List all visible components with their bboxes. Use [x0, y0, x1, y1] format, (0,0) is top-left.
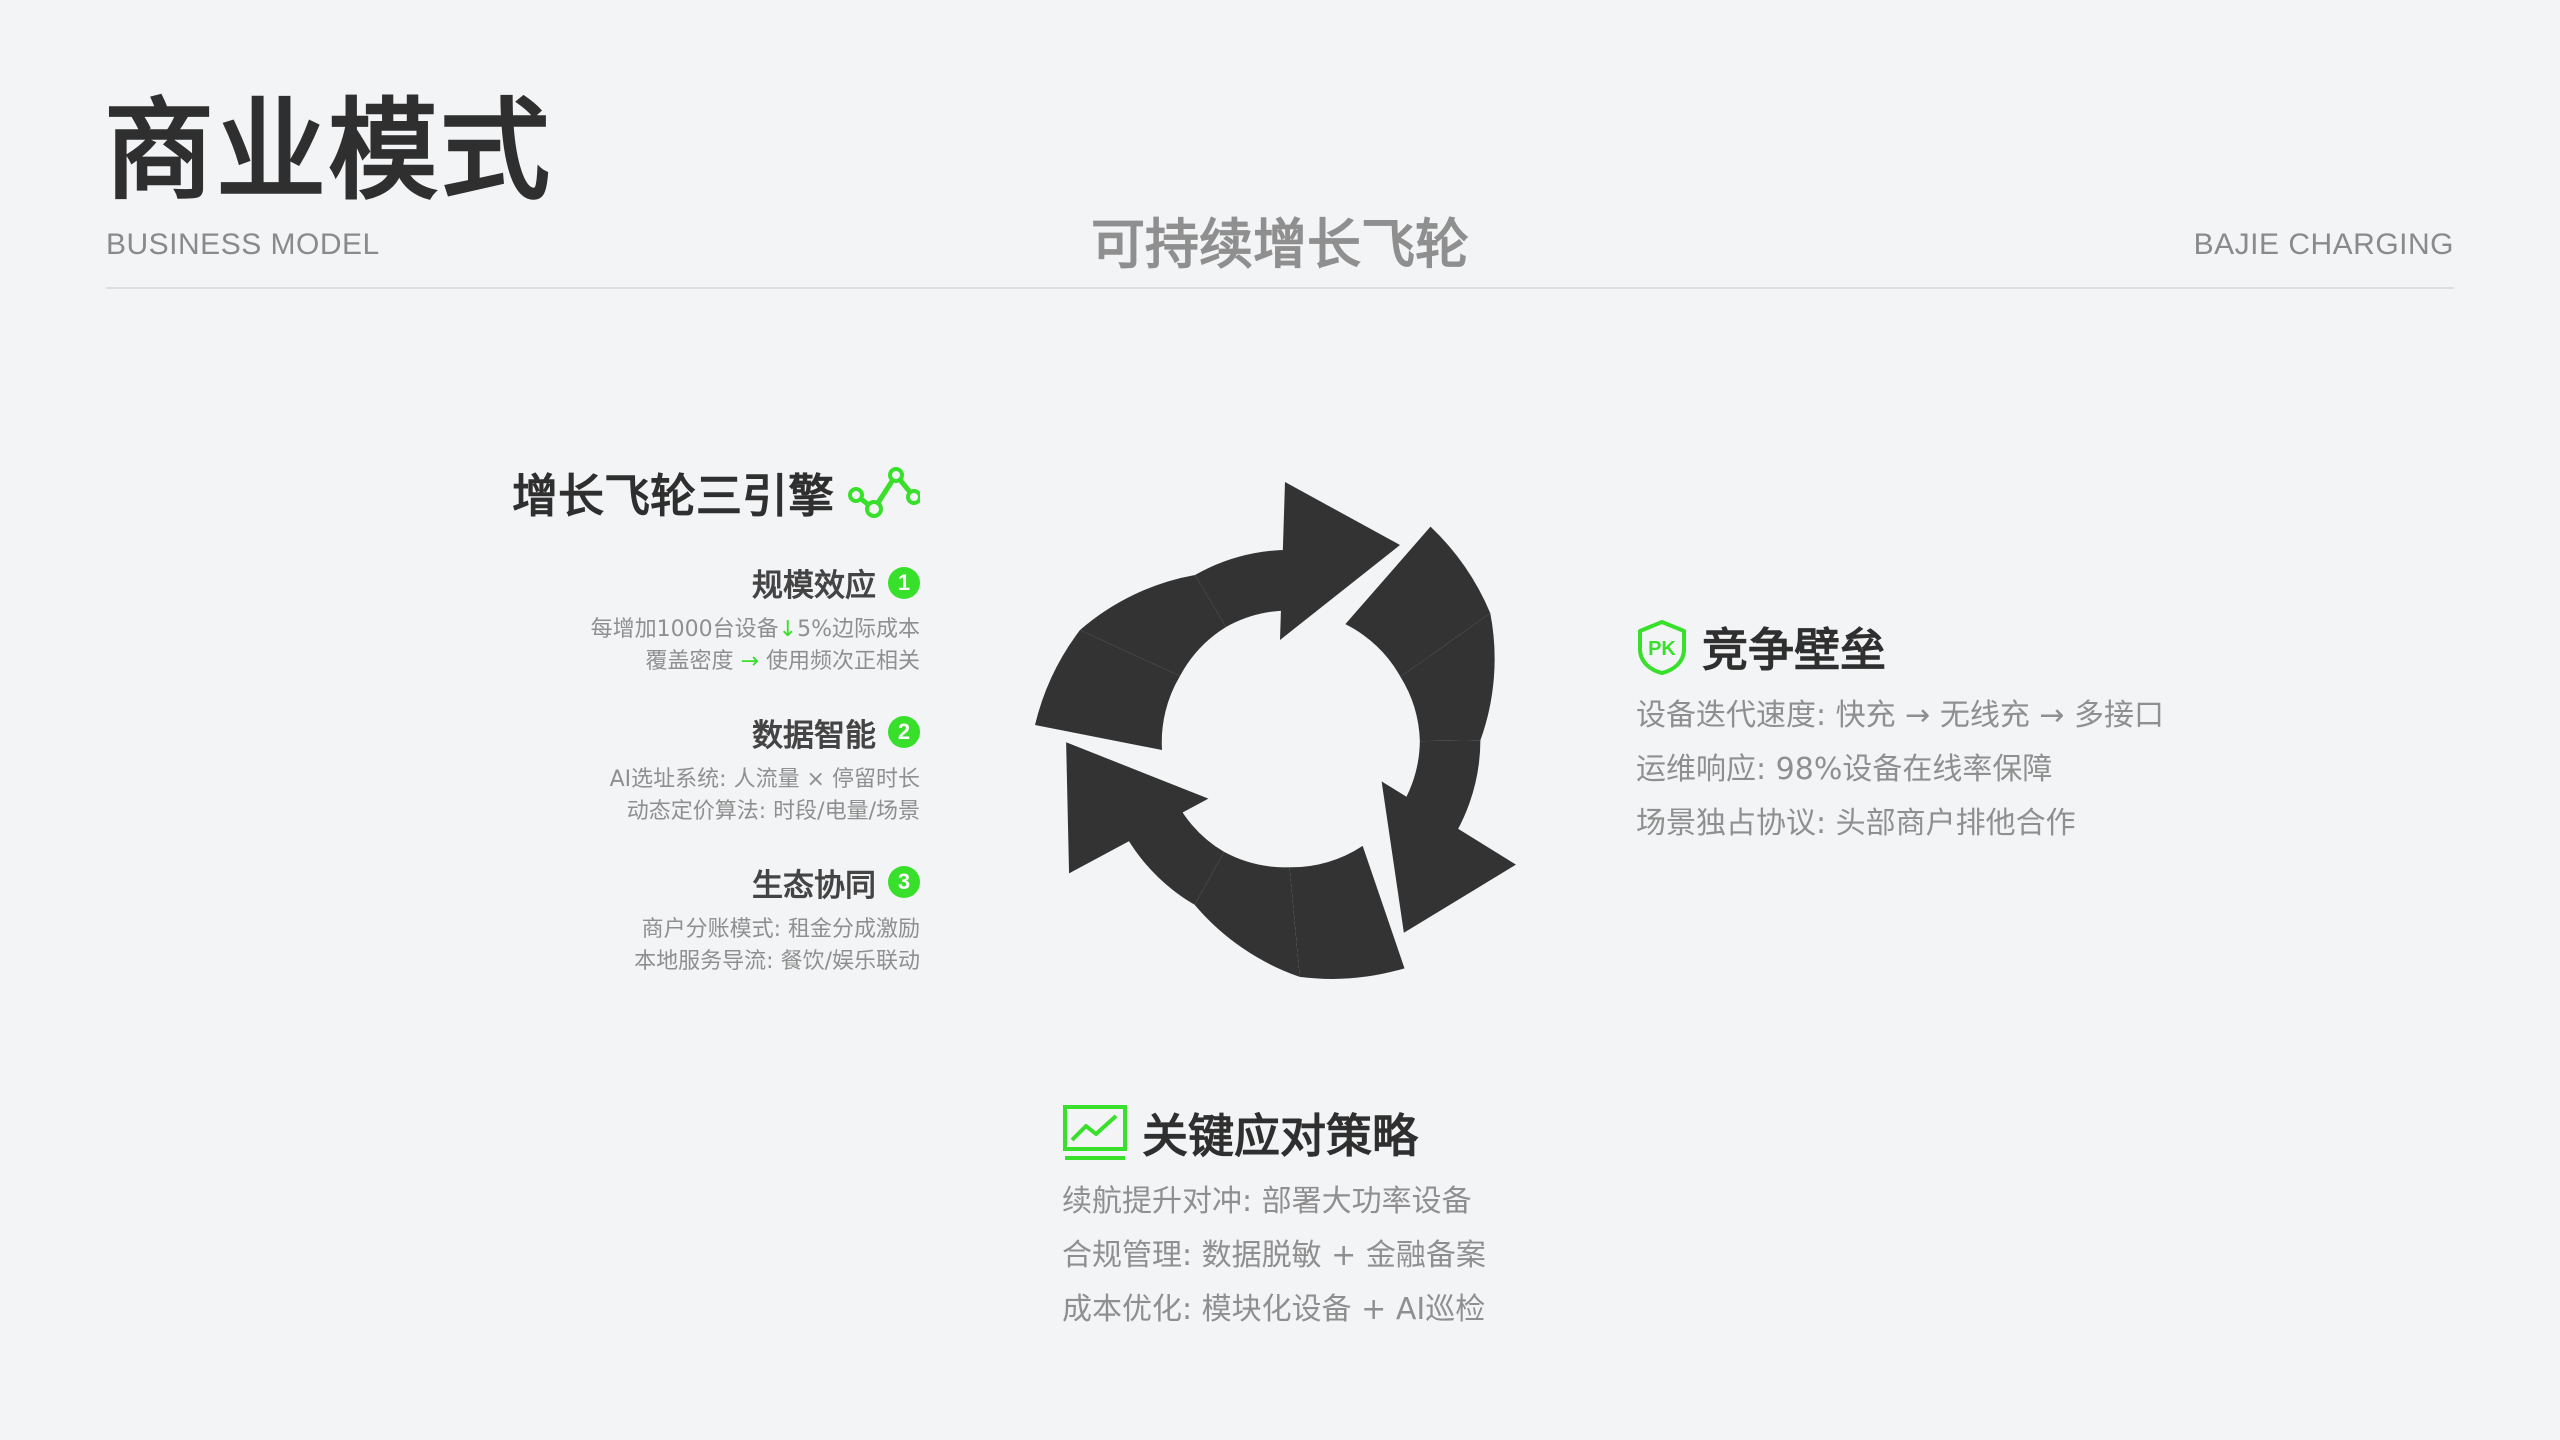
page-subtitle: BUSINESS MODEL [106, 228, 380, 261]
growth-chart-icon [848, 467, 920, 518]
number-badge: 2 [888, 716, 920, 749]
strategy-title: 关键应对策略 [1142, 1109, 1418, 1163]
engine-detail: 动态定价算法: 时段/电量/场景 [626, 799, 920, 825]
svg-text:PK: PK [1648, 638, 1676, 660]
right-arrow-icon: → [740, 649, 759, 675]
trend-monitor-icon [1063, 1105, 1127, 1160]
barrier-line: 运维响应: 98%设备在线率保障 [1636, 752, 2053, 787]
strategy-line: 成本优化: 模块化设备 + AI巡检 [1062, 1292, 1486, 1327]
page-title: 商业模式 [104, 87, 552, 215]
barrier-line: 场景独占协议: 头部商户排他合作 [1636, 806, 2076, 841]
barrier-title: 竞争壁垒 [1702, 623, 1886, 677]
engine-item-data: 数据智能 2 AI选址系统: 人流量 × 停留时长 动态定价算法: 时段/电量/… [220, 710, 920, 826]
number-badge: 3 [888, 866, 920, 899]
engine-item-ecosystem: 生态协同 3 商户分账模式: 租金分成激励 本地服务导流: 餐饮/娱乐联动 [220, 860, 920, 976]
engine-detail: 商户分账模式: 租金分成激励 [641, 916, 920, 942]
strategy-block: 关键应对策略 续航提升对冲: 部署大功率设备 合规管理: 数据脱敏 + 金融备案… [1062, 1100, 1862, 1328]
barrier-block: PK 竞争壁垒 设备迭代速度: 快充 → 无线充 → 多接口 运维响应: 98%… [1636, 614, 2436, 842]
header-divider [106, 287, 2454, 289]
engine-name: 规模效应 [752, 568, 876, 604]
engine-name: 生态协同 [752, 867, 876, 904]
engine-detail: 本地服务导流: 餐饮/娱乐联动 [634, 948, 920, 974]
engine-name: 数据智能 [752, 717, 876, 754]
engines-title: 增长飞轮三引擎 [512, 469, 834, 523]
engine-detail: 每增加1000台设备↓5%边际成本 [590, 617, 920, 642]
cycle-arrows-icon [1011, 482, 1570, 1020]
engine-detail: AI选址系统: 人流量 × 停留时长 [609, 766, 920, 792]
strategy-line: 合规管理: 数据脱敏 + 金融备案 [1062, 1238, 1486, 1273]
engines-header: 增长飞轮三引擎 [220, 460, 920, 526]
pk-shield-icon: PK [1638, 620, 1686, 675]
down-arrow-icon: ↓ [778, 617, 798, 642]
barrier-line: 设备迭代速度: 快充 → 无线充 → 多接口 [1636, 698, 2165, 733]
section-title: 可持续增长飞轮 [1091, 213, 1469, 276]
engine-item-scale: 规模效应 1 每增加1000台设备↓5%边际成本 覆盖密度 → 使用频次正相关 [220, 560, 920, 676]
number-badge: 1 [888, 566, 920, 599]
brand-label: BAJIE CHARGING [2193, 228, 2454, 261]
strategy-line: 续航提升对冲: 部署大功率设备 [1062, 1184, 1472, 1219]
engines-panel: 增长飞轮三引擎 规模效应 1 每增加1000台设备↓5%边际成本 覆盖密度 → … [220, 460, 920, 975]
engine-detail: 覆盖密度 → 使用频次正相关 [645, 649, 920, 675]
